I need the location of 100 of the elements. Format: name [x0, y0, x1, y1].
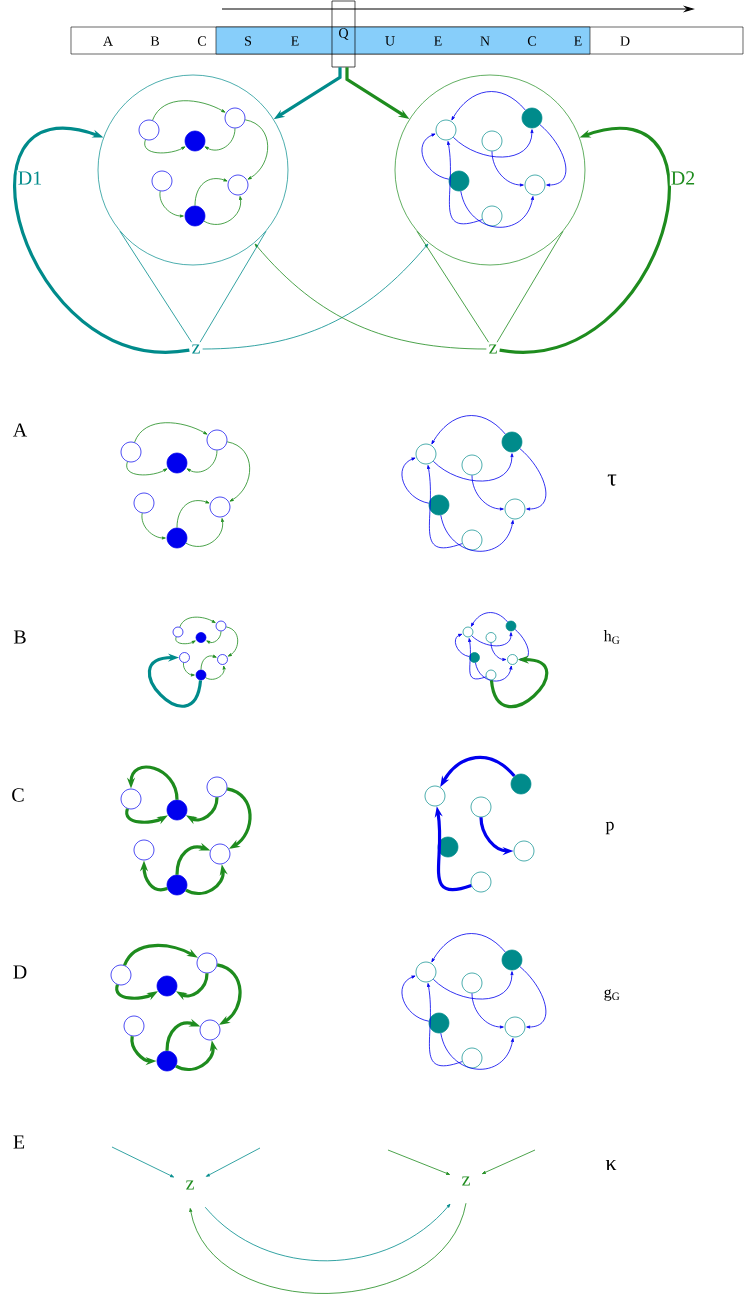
arrow — [200, 654, 217, 671]
arrow — [470, 612, 508, 627]
circle-node — [470, 871, 492, 893]
circle-node — [504, 498, 526, 520]
circle-node — [166, 799, 188, 821]
arrow — [514, 629, 529, 662]
arrow — [176, 500, 210, 529]
arrow — [254, 243, 487, 350]
arrow — [401, 975, 430, 1022]
symbol-label: h$_{G}$ — [603, 630, 620, 644]
node-label: z — [192, 344, 200, 354]
arrow — [203, 196, 243, 225]
line — [496, 230, 564, 343]
line — [119, 230, 192, 343]
arrow — [387, 1149, 450, 1175]
reading-window: Q — [331, 0, 356, 68]
circle-node — [424, 785, 446, 807]
circle-node — [184, 205, 206, 227]
circle-node — [461, 529, 483, 551]
arrow — [421, 133, 450, 180]
row-label: A — [12, 423, 28, 437]
arrow — [452, 129, 534, 158]
circle-node — [513, 840, 535, 862]
circle-node — [524, 174, 546, 196]
circle-node — [199, 1019, 221, 1041]
circle-node — [501, 431, 523, 453]
circle-node — [504, 1016, 526, 1038]
arrow — [539, 124, 567, 187]
circle-node — [120, 441, 142, 463]
node-label: z — [186, 1180, 194, 1190]
arrow — [401, 457, 430, 504]
circle-node — [461, 454, 483, 476]
arrow — [179, 616, 216, 628]
arrow — [13, 126, 190, 353]
node-label: z — [489, 344, 497, 354]
arrow — [205, 665, 226, 680]
circle-node — [437, 836, 459, 858]
circle-node — [120, 788, 142, 810]
arrow — [471, 632, 513, 647]
circle-node — [461, 1047, 483, 1069]
arrow — [468, 638, 487, 680]
arrow — [216, 963, 242, 1025]
arrow — [471, 474, 504, 511]
arrow — [194, 178, 228, 207]
row-label: E — [13, 1135, 25, 1149]
circle-node — [110, 964, 132, 986]
arrow — [454, 633, 470, 657]
arrow — [226, 441, 251, 502]
arrow — [147, 653, 203, 708]
circle-node — [133, 492, 155, 514]
circle-node — [166, 452, 188, 474]
circle-node — [196, 952, 218, 974]
node-label: z — [462, 1176, 470, 1186]
edge-label: D2 — [669, 170, 697, 186]
circle-node — [206, 429, 228, 451]
arrow — [440, 514, 514, 552]
arrow — [206, 630, 222, 644]
arrow — [204, 127, 236, 151]
arrow — [141, 512, 166, 540]
arrow — [152, 100, 226, 121]
line — [416, 230, 489, 343]
edge-label: D1 — [16, 170, 44, 186]
arrow — [431, 933, 506, 963]
circle-node — [184, 130, 206, 152]
arrow — [183, 662, 195, 677]
arrow — [451, 91, 526, 121]
arrow — [432, 453, 514, 482]
arrow — [491, 150, 524, 187]
arrow — [440, 1032, 514, 1070]
circle-node — [481, 130, 503, 152]
circle-node — [206, 776, 228, 798]
arrow — [471, 992, 504, 1029]
symbol-label: p — [605, 821, 614, 835]
zoom-circle — [97, 74, 289, 266]
arrow — [481, 1149, 536, 1175]
circle-node — [435, 119, 457, 141]
arrow — [499, 127, 671, 353]
symbol-label: g$_{G}$ — [604, 989, 620, 1001]
circle-node — [166, 527, 188, 549]
circle-node — [521, 107, 543, 129]
symbol-label: τ — [607, 474, 617, 486]
circle-node — [138, 119, 160, 141]
arrow — [205, 1147, 261, 1177]
circle-node — [461, 972, 483, 994]
arrow — [111, 1146, 175, 1178]
circle-node — [428, 494, 450, 516]
row-label: D — [13, 965, 27, 979]
arrow — [460, 190, 534, 228]
arrow — [490, 642, 507, 662]
zoom-circle — [394, 74, 586, 266]
circle-node — [151, 170, 173, 192]
circle-node — [481, 205, 503, 227]
arrow — [126, 461, 168, 476]
arrow — [447, 141, 483, 225]
circle-node — [415, 961, 437, 983]
circle-node — [415, 443, 437, 465]
circle-node — [209, 843, 231, 865]
circle-node — [448, 170, 470, 192]
arrow — [519, 966, 547, 1029]
arrow — [202, 243, 429, 350]
